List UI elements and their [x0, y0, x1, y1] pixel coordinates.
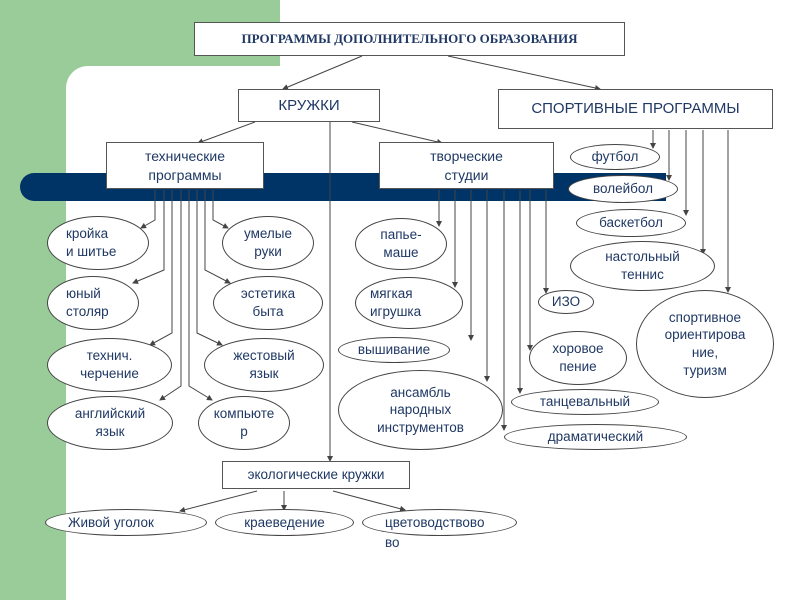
creative-studios-label: творческие студии	[430, 148, 503, 183]
tech-item-aesthetics: эстетика быта	[213, 276, 323, 330]
tech-item-drafting: технич. черчение	[47, 338, 172, 392]
clubs-box: КРУЖКИ	[238, 89, 380, 122]
creative-item-label: папье- маше	[380, 227, 422, 260]
sport-item-orienteering: спортивное ориентирова ние, туризм	[636, 290, 774, 398]
creative-studios-box: творческие студии	[379, 142, 554, 189]
tech-item-label: английский язык	[74, 406, 146, 439]
creative-item-soft-toy: мягкая игрушка	[355, 277, 463, 329]
creative-item-embroidery: вышивание	[338, 337, 450, 363]
sport-item-label: баскетбол	[599, 215, 663, 231]
tech-item-label: умелые руки	[243, 226, 293, 259]
tech-item-sewing: кройка и шитье	[47, 216, 149, 270]
tech-item-label: технич. черчение	[80, 348, 139, 381]
creative-item-label: драматический	[547, 429, 644, 445]
tech-item-label: кройка и шитье	[66, 226, 117, 259]
tech-item-carpenter: юный столяр	[47, 276, 139, 330]
ecological-clubs-box: экологические кружки	[222, 461, 410, 489]
tech-item-label: эстетика быта	[240, 286, 296, 319]
eco-item-label: краеведение	[244, 514, 325, 530]
sport-item-basketball: баскетбол	[576, 209, 686, 237]
creative-item-label: вышивание	[357, 342, 431, 358]
eco-item-floriculture: цветоводствово	[362, 509, 517, 536]
creative-item-label: ИЗО	[551, 294, 581, 310]
tech-item-label: компьюте р	[213, 406, 275, 439]
eco-item-label: Живой уголок	[68, 514, 154, 530]
creative-item-label: танцевальный	[539, 394, 631, 410]
creative-item-dance: танцевальный	[511, 389, 659, 415]
ecological-clubs-label: экологические кружки	[247, 467, 385, 483]
clubs-label: КРУЖКИ	[278, 96, 340, 114]
technical-programs-label: технические программы	[144, 148, 226, 183]
sport-item-label: футбол	[591, 149, 639, 165]
eco-item-overflow-text: во	[385, 535, 400, 550]
main-title: ПРОГРАММЫ ДОПОЛНИТЕЛЬНОГО ОБРАЗОВАНИЯ	[241, 30, 578, 46]
sport-item-label: спортивное ориентирова ние, туризм	[664, 309, 746, 378]
eco-item-label: цветоводствово	[385, 514, 485, 530]
sport-item-label: настольный теннис	[605, 249, 680, 282]
creative-item-label: хоровое пение	[552, 341, 604, 374]
sport-item-football: футбол	[570, 144, 660, 170]
creative-item-label: мягкая игрушка	[370, 286, 422, 319]
creative-item-papier-mache: папье- маше	[355, 218, 447, 270]
creative-item-folk-ensemble: ансамбль народных инструментов	[338, 370, 503, 450]
creative-item-drama: драматический	[504, 424, 687, 450]
creative-item-label: ансамбль народных инструментов	[377, 384, 464, 435]
technical-programs-box: технические программы	[106, 142, 264, 189]
creative-item-choir: хоровое пение	[529, 331, 627, 385]
tech-item-english: английский язык	[47, 396, 173, 450]
tech-item-label: жестовый язык	[233, 348, 295, 381]
sport-item-table-tennis: настольный теннис	[570, 241, 715, 291]
sports-programs-box: СПОРТИВНЫЕ ПРОГРАММЫ	[498, 89, 773, 129]
creative-item-art: ИЗО	[538, 290, 594, 314]
tech-item-computer: компьюте р	[198, 396, 290, 450]
eco-item-local-history: краеведение	[215, 509, 354, 536]
tech-item-label: юный столяр	[66, 286, 109, 319]
main-title-box: ПРОГРАММЫ ДОПОЛНИТЕЛЬНОГО ОБРАЗОВАНИЯ	[194, 22, 625, 56]
sports-programs-label: СПОРТИВНЫЕ ПРОГРАММЫ	[531, 100, 740, 118]
sport-item-volleyball: волейбол	[568, 175, 678, 203]
eco-item-living-corner: Живой уголок	[45, 509, 207, 536]
sport-item-label: волейбол	[593, 181, 653, 197]
tech-item-skillful-hands: умелые руки	[222, 216, 314, 270]
tech-item-sign-language: жестовый язык	[204, 338, 324, 392]
